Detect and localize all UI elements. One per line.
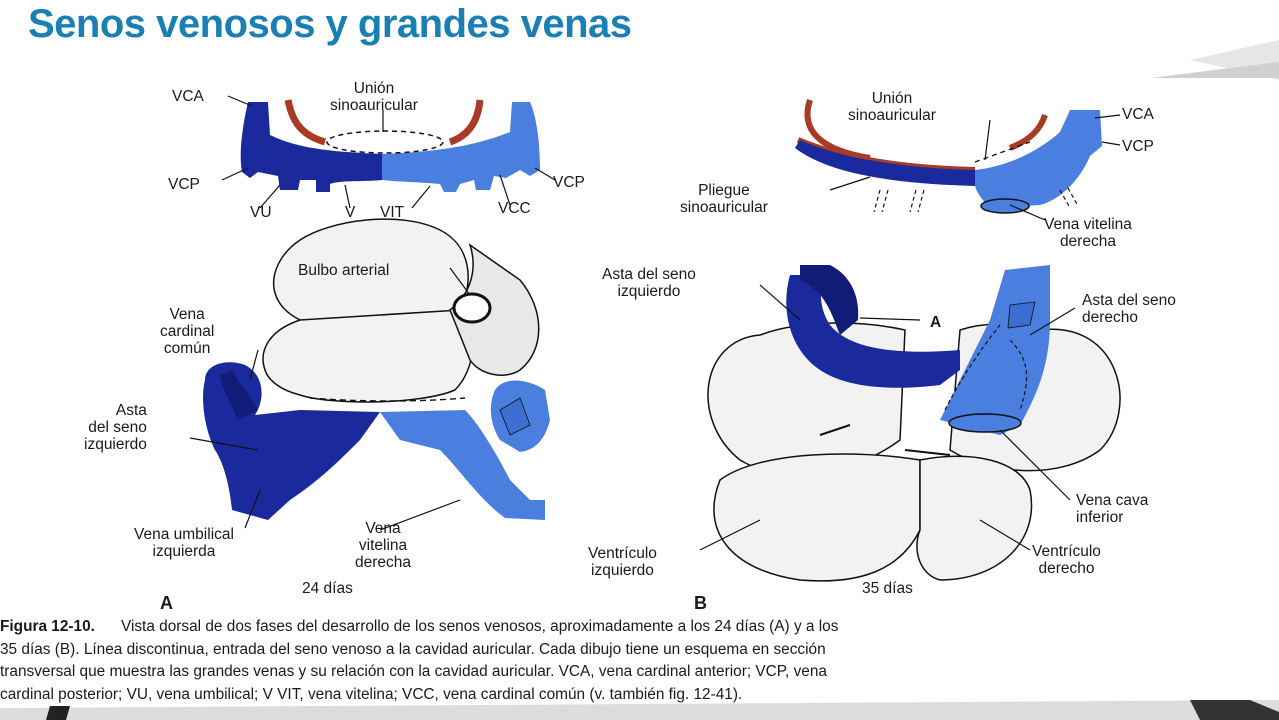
label-b-ventriculo-izq: Ventrículo izquierdo: [588, 545, 657, 579]
caption-line-4: cardinal posterior; VU, vena umbilical; …: [0, 685, 743, 703]
label-a-v: V: [345, 204, 356, 221]
panel-a-cross-section: [240, 99, 540, 192]
label-b-asta-izq: Asta del seno izquierdo: [602, 266, 696, 300]
label-a-vena-cardinal: Vena cardinal común: [160, 306, 215, 357]
label-b-vca: VCA: [1122, 106, 1154, 123]
label-a-vena-umbilical: Vena umbilical izquierda: [134, 526, 234, 560]
label-b-union: Unión sinoauricular: [848, 90, 936, 124]
panel-b-letter: B: [694, 593, 707, 613]
label-a-bulbo: Bulbo arterial: [298, 262, 390, 279]
page-title: Senos venosos y grandes venas: [28, 2, 632, 46]
panel-b-heart: [707, 265, 1121, 582]
caption-line-1: Figura 12-10. Vista dorsal de dos fases d…: [0, 616, 1270, 639]
panel-b-cross-section: [795, 99, 1102, 214]
label-a-vca: VCA: [172, 88, 204, 105]
label-b-days: 35 días: [862, 580, 913, 597]
caption-figure-number: Figura 12-10.: [0, 618, 95, 635]
embryology-figure: VCA Unión sinoauricular VCP VCP VU V VIT…: [0, 80, 1279, 700]
label-a-vena-vitelina: Vena vitelina derecha: [355, 520, 412, 571]
panel-a-letter: A: [160, 593, 173, 613]
caption-line-3: transversal que muestra las grandes vena…: [0, 663, 827, 680]
label-a-vu: VU: [250, 204, 272, 221]
label-b-ventriculo-der: Ventrículo derecho: [1032, 543, 1101, 577]
label-b-vena-cava: Vena cava inferior: [1076, 492, 1149, 526]
label-a-union: Unión sinoauricular: [330, 80, 418, 114]
label-a-vcc: VCC: [498, 200, 531, 217]
figure-drawing: [189, 95, 1121, 582]
leader-lines: [189, 95, 1121, 551]
label-a-asta-izq: Asta del seno izquierdo: [84, 402, 147, 453]
panel-a-heart: [203, 218, 550, 520]
label-b-vcp: VCP: [1122, 138, 1154, 155]
label-b-asta-der: Asta del seno derecho: [1082, 292, 1176, 326]
label-a-days: 24 días: [302, 580, 353, 597]
caption-text-1: Vista dorsal de dos fases del desarrollo…: [120, 618, 839, 635]
label-a-vit: VIT: [380, 204, 405, 221]
label-b-a-marker: A: [930, 314, 942, 331]
caption-line-2: 35 días (B). Línea discontinua, entrada …: [0, 640, 826, 658]
label-a-vcp-right: VCP: [553, 174, 585, 191]
label-b-pliegue: Pliegue sinoauricular: [680, 182, 768, 216]
label-a-vcp-left: VCP: [168, 176, 200, 193]
label-b-vena-vitelina: Vena vitelina derecha: [1044, 216, 1132, 250]
figure-caption: Figura 12-10. Vista dorsal de dos fases d…: [0, 616, 1270, 706]
